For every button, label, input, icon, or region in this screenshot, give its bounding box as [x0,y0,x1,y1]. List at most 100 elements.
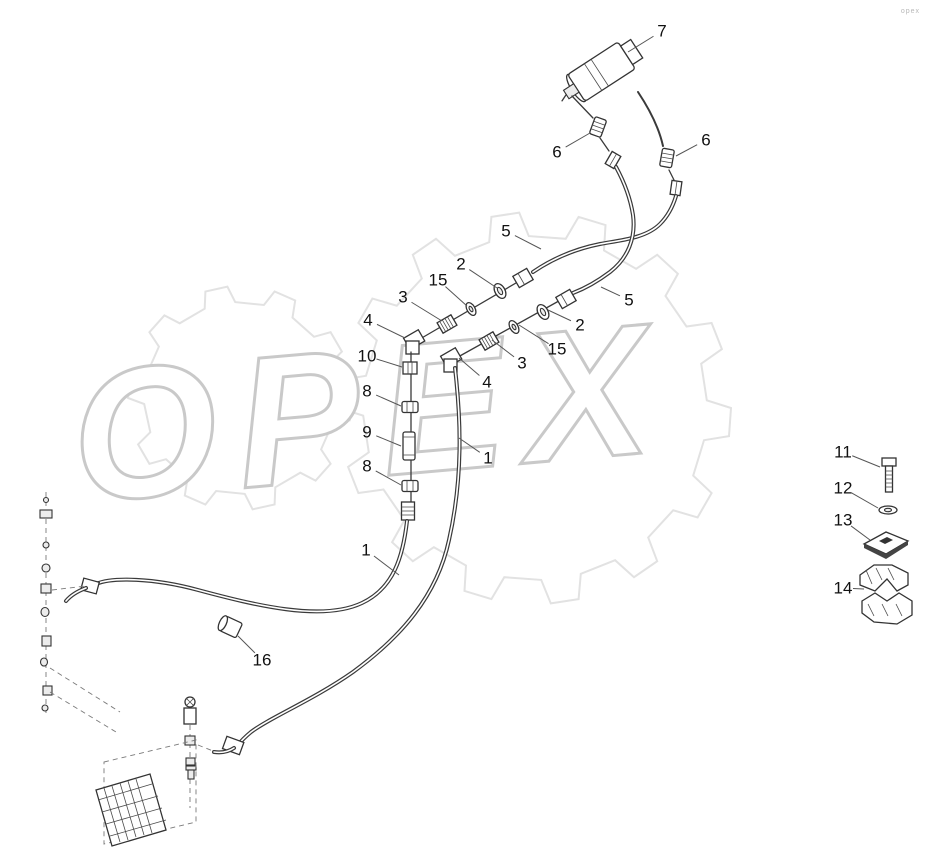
watermark-gear [337,211,733,605]
ring-2a [493,282,507,300]
nut-8a [401,400,419,414]
hex-nut-a-line [609,153,617,167]
callout-label-15: 15 [429,271,448,290]
callout-label-10: 10 [358,347,377,366]
callout-label-3: 3 [398,288,407,307]
fitting-3b-body [478,330,500,352]
callout-leader [376,323,406,339]
ring-2a-inner [496,286,504,296]
fitting-10-body [402,361,418,375]
plate-13-slot [879,537,893,544]
fitting-6a [589,116,607,138]
washer-15b-inner [511,323,517,331]
callout-leader [565,132,591,148]
callout-leader [375,470,402,486]
spare-part-c [42,541,50,549]
callout-leader [373,555,400,576]
spare-parts-column [39,492,121,733]
callout-leader [547,309,572,322]
callout-leader [375,394,402,407]
callout-leader [518,324,549,345]
mount-nut [185,757,196,766]
elbow-4a [402,328,426,355]
callout-leader [852,587,865,590]
fitting-6a-ribs [590,120,606,134]
callout-label-14: 14 [834,579,853,598]
callout-label-11: 11 [834,443,852,462]
callout-label-13: 13 [834,511,853,530]
fitting-3b-threads [481,333,496,349]
callout-leader [491,339,515,358]
plate-13 [862,531,910,559]
fitting-6b-ribs [660,152,674,164]
coupling-lower [554,288,578,310]
callout-label-6: 6 [701,131,710,150]
clamp-stack [859,457,913,625]
hose-5-upper-core [532,195,677,273]
callout-label-12: 12 [834,479,853,498]
callout-label-4: 4 [482,373,491,392]
nut-8a-lines [406,401,414,413]
fitting-3a-threads [439,316,454,332]
link-6a-hex [599,137,610,152]
clamp-14-lower [861,592,913,625]
spare-part-h [39,657,49,667]
coupling-lower-body [554,288,578,310]
spare-part-j [41,704,49,712]
callout-label-1: 1 [361,541,370,560]
callout-label-1: 1 [483,449,492,468]
callout-label-2: 2 [456,255,465,274]
mount-face-hatch [97,778,167,843]
coupling-upper [511,267,535,289]
watermark-gear-layer [126,211,733,605]
ring-2b-inner [539,307,547,317]
coupling-hose1 [400,501,416,521]
hex-nut-a [604,150,622,170]
hose-5-lower-core [572,166,635,294]
callout-label-6: 6 [552,143,561,162]
bolt-11-head [881,457,897,467]
callout-label-2: 2 [575,316,584,335]
callout-leader [600,286,621,297]
hose-1-down-core [237,367,461,746]
coupling-upper-line [517,273,525,285]
callout-label-9: 9 [362,423,371,442]
clamp-14-lower-body [861,592,913,625]
callout-leader [458,357,480,376]
callout-leader [469,269,498,289]
callout-leader [850,525,871,541]
callout-label-5: 5 [624,291,633,310]
mount-stem [183,707,197,725]
pump-port-line-b [637,91,664,147]
pump-step [619,38,644,66]
sleeve-9 [402,431,416,461]
fitting-3a-body [436,313,458,335]
bushing-16-face [217,615,229,632]
washer-15a-inner [468,305,474,313]
clamp-14-upper [859,564,909,592]
spare-part-a [42,496,50,504]
clamp-14-lower-hatch [867,603,903,617]
coupling-upper-body [511,267,535,289]
sleeve-9-body [402,431,416,461]
spare-part-e [40,583,52,594]
nut-8a-body [401,400,419,414]
washer-15b [508,319,520,335]
link-6b-hex [668,169,675,181]
callout-leader [851,492,879,509]
fitting-3b [478,330,500,352]
hose-1-left-stub-core [65,587,87,602]
corner-watermark: opex [901,8,920,15]
coupling-lower-line [560,294,568,306]
mount-face [95,773,167,847]
callout-leader [376,358,403,368]
callout-leader [411,301,443,322]
spare-part-d [41,563,51,573]
elbow-4a-bottom [405,340,420,355]
callout-leader [376,435,402,447]
nut-8b [401,479,419,493]
nut-8b-lines [406,480,414,492]
watermark-gear [126,285,354,511]
